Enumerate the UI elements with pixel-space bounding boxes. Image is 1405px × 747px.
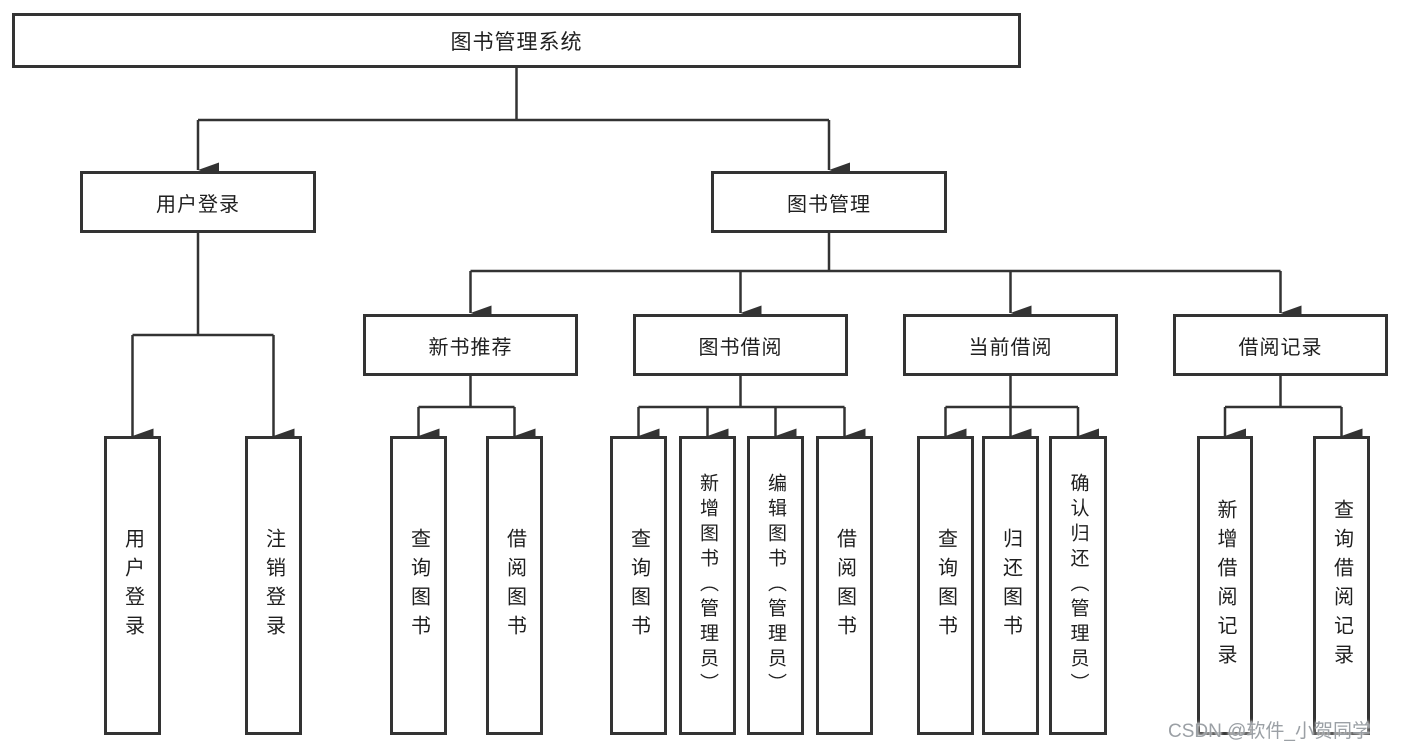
leaf-add-borrow-record: 新增借阅记录 (1197, 436, 1253, 735)
leaf-query-books-current: 查询图书 (917, 436, 974, 735)
leaf-add-books-admin: 新增图书（管理员） (679, 436, 736, 735)
leaf-confirm-return-admin: 确认归还（管理员） (1049, 436, 1107, 735)
node-label: 当前借阅 (968, 336, 1053, 359)
leaf-label: 注销登录 (262, 527, 285, 644)
node-label: 图书管理系统 (450, 30, 583, 54)
leaf-label: 用户登录 (121, 527, 144, 644)
leaf-label: 查询借阅记录 (1330, 498, 1353, 673)
leaf-label: 借阅图书 (833, 527, 856, 644)
leaf-query-books-recommend: 查询图书 (390, 436, 447, 735)
leaf-label: 新增图书（管理员） (697, 473, 718, 698)
leaf-borrow-books-recommend: 借阅图书 (486, 436, 543, 735)
leaf-label: 编辑图书（管理员） (765, 473, 786, 698)
leaf-label: 归还图书 (999, 527, 1022, 644)
leaf-user-login: 用户登录 (104, 436, 161, 735)
leaf-return-books: 归还图书 (982, 436, 1039, 735)
node-label: 新书推荐 (428, 336, 513, 359)
node-new-book-recommendation: 新书推荐 (363, 314, 578, 376)
node-borrowing-records: 借阅记录 (1173, 314, 1388, 376)
leaf-label: 查询图书 (934, 527, 957, 644)
leaf-label: 新增借阅记录 (1214, 498, 1236, 673)
leaf-query-borrow-record: 查询借阅记录 (1313, 436, 1370, 735)
node-label: 图书管理 (787, 193, 871, 216)
node-label: 借阅记录 (1238, 336, 1323, 359)
leaf-logout: 注销登录 (245, 436, 302, 735)
leaf-edit-books-admin: 编辑图书（管理员） (747, 436, 804, 735)
leaf-label: 查询图书 (627, 527, 650, 644)
node-label: 用户登录 (156, 193, 240, 216)
node-current-borrowing: 当前借阅 (903, 314, 1118, 376)
csdn-watermark: CSDN @软件_小贺同学 (1168, 721, 1371, 742)
leaf-borrow-books: 借阅图书 (816, 436, 873, 735)
leaf-label: 查询图书 (407, 527, 430, 644)
node-book-borrowing: 图书借阅 (633, 314, 848, 376)
leaf-label: 借阅图书 (503, 527, 526, 644)
leaf-label: 确认归还（管理员） (1067, 473, 1089, 698)
node-user-login: 用户登录 (80, 171, 316, 233)
node-library-management-system: 图书管理系统 (12, 13, 1021, 68)
leaf-query-books-borrowing: 查询图书 (610, 436, 667, 735)
node-label: 图书借阅 (698, 336, 783, 359)
node-book-management: 图书管理 (711, 171, 947, 233)
